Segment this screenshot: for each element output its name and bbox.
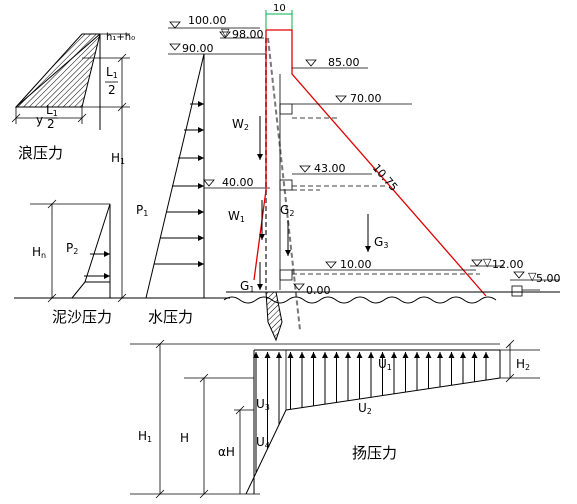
elevation-70: 70.00 — [292, 92, 412, 105]
h1-wave-label: H1 — [111, 151, 125, 166]
dam-outline-downstream — [266, 29, 487, 297]
wave-l-label: L1 — [106, 65, 118, 80]
h2-label: H2 — [516, 357, 530, 372]
curtain-line-slant — [267, 37, 301, 331]
tick — [11, 113, 21, 123]
h1-label: H1 — [138, 429, 152, 444]
uplift-pressure-title: 扬压力 — [352, 444, 397, 462]
wave-l-denominator: 2 — [108, 83, 116, 97]
dam-section: 100.00 ▽ 98.00 90.00 40.00 10 — [168, 3, 561, 342]
water-pressure-slope — [145, 53, 205, 299]
wave-base-denominator: 2 — [47, 117, 55, 131]
hn-label: Hn — [32, 245, 46, 260]
p1-label: P1 — [136, 203, 148, 218]
tick — [47, 199, 57, 209]
gallery-10 — [279, 269, 293, 281]
svg-text:12.00: 12.00 — [492, 258, 524, 271]
grout-curtain — [265, 291, 283, 342]
svg-text:40.00: 40.00 — [222, 176, 254, 189]
elevation-85: 85.00 — [292, 56, 368, 69]
w1-label: W1 — [228, 209, 245, 224]
gallery-43 — [279, 179, 293, 191]
tick — [505, 373, 515, 383]
elevation-98: ▽ 98.00 — [219, 26, 264, 41]
ah-label: αH — [218, 445, 235, 459]
elevation-10: 10.00 — [292, 258, 476, 271]
elevation-12: ▽ 12.00 — [470, 256, 524, 271]
svg-text:98.00: 98.00 — [232, 28, 264, 41]
wave-pressure-title: 浪压力 — [18, 144, 63, 162]
h-label: H — [180, 431, 189, 445]
elevation-43: 43.00 — [292, 162, 372, 175]
elevation-90: 90.00 — [168, 42, 266, 55]
wave-height-label: h₁+h₀ — [106, 32, 135, 43]
tick — [155, 489, 165, 499]
svg-text:▽: ▽ — [221, 26, 230, 39]
u2-label: U2 — [358, 401, 372, 416]
u4-label: U4 — [256, 435, 270, 450]
svg-text:▽: ▽ — [483, 256, 492, 269]
uplift-pressure-diagram: H1 H αH H2 U1 U2 U3 U4 扬压力 — [130, 339, 540, 499]
tick — [199, 489, 209, 499]
uplift-slope-line — [285, 377, 501, 411]
water-pressure-diagram: P1 水压力 — [136, 53, 205, 326]
elevation-0: 0.00 — [293, 283, 331, 297]
silt-pressure-triangle — [84, 203, 111, 283]
g2-label: G2 — [280, 203, 294, 218]
svg-text:▽: ▽ — [528, 270, 537, 283]
gallery-70 — [279, 103, 293, 115]
svg-text:0.00: 0.00 — [306, 284, 331, 297]
slope-label: 10.75 — [370, 161, 400, 193]
svg-text:10.00: 10.00 — [340, 258, 372, 271]
tick — [117, 53, 127, 63]
water-pressure-title: 水压力 — [148, 308, 193, 326]
uplift-curtain-slope — [245, 409, 287, 495]
elevation-5: ▽ 5.00 — [510, 270, 561, 285]
foundation-line — [223, 296, 497, 304]
silt-base-line — [71, 281, 86, 299]
tick — [47, 293, 57, 303]
silt-pressure-title: 泥沙压力 — [52, 308, 112, 326]
svg-text:100.00: 100.00 — [188, 14, 227, 27]
tick — [155, 339, 165, 349]
g1-label: G1 — [240, 279, 254, 294]
u3-label: U3 — [256, 397, 270, 412]
crest-width-label: 10 — [273, 3, 286, 14]
svg-text:5.00: 5.00 — [536, 272, 561, 285]
elevation-100: 100.00 — [168, 14, 260, 29]
wave-base-y-label: y — [36, 113, 43, 127]
wave-base-l-label: L1 — [46, 103, 58, 118]
svg-text:90.00: 90.00 — [182, 42, 214, 55]
w2-label: W2 — [232, 117, 249, 132]
u1-label: U1 — [378, 357, 392, 372]
svg-text:70.00: 70.00 — [350, 92, 382, 105]
silt-pressure-diagram: H1 Hn P2 泥沙压力 — [14, 107, 230, 326]
elevation-40: 40.00 — [203, 176, 270, 189]
wave-pressure-diagram: h₁+h₀ L1 2 y L1 2 浪压力 — [11, 32, 135, 162]
wave-profile-line — [15, 33, 101, 108]
p2-label: P2 — [66, 241, 78, 256]
g3-label: G3 — [374, 235, 388, 250]
svg-text:85.00: 85.00 — [328, 56, 360, 69]
svg-text:43.00: 43.00 — [314, 162, 346, 175]
tick — [505, 339, 515, 349]
uplift-arrows — [253, 352, 489, 473]
tick — [199, 373, 209, 383]
apron-block — [511, 285, 523, 297]
tick — [77, 113, 87, 123]
tick — [235, 405, 245, 415]
